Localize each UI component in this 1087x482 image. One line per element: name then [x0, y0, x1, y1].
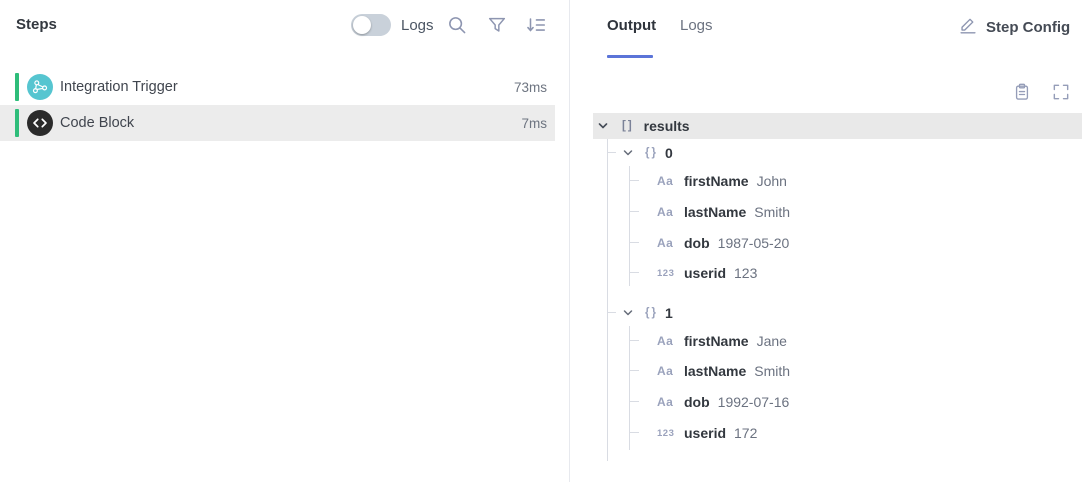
step-config-label: Step Config — [986, 19, 1071, 36]
field-key: firstName — [684, 333, 749, 349]
step-row-code-block[interactable]: Code Block 7ms — [0, 105, 555, 141]
array-type-icon: [] — [622, 120, 634, 132]
tree-guide-dash — [629, 242, 639, 243]
field-key: firstName — [684, 173, 749, 189]
active-tab-underline — [607, 55, 653, 58]
tree-field-row: Aa firstName Jane — [657, 328, 787, 354]
field-value: Smith — [754, 204, 791, 220]
field-value: 172 — [734, 425, 758, 441]
chevron-down-icon[interactable] — [622, 307, 634, 319]
step-duration: 73ms — [513, 80, 547, 95]
field-key: dob — [684, 235, 710, 251]
tree-guide-line — [607, 139, 608, 461]
integration-trigger-icon — [27, 74, 53, 100]
field-value: 123 — [734, 265, 758, 281]
tree-guide-dash — [629, 432, 639, 433]
field-value: Jane — [756, 333, 787, 349]
tree-guide-dash — [629, 340, 639, 341]
tree-guide-dash — [629, 401, 639, 402]
tree-guide-line — [629, 166, 630, 286]
string-type-icon: Aa — [657, 174, 674, 188]
field-key: userid — [684, 425, 727, 441]
tree-field-row: Aa firstName John — [657, 168, 787, 194]
tab-output[interactable]: Output — [607, 17, 657, 34]
number-type-icon: 123 — [657, 267, 675, 279]
tree-guide-dash — [607, 312, 616, 313]
number-type-icon: 123 — [657, 427, 675, 439]
string-type-icon: Aa — [657, 205, 674, 219]
tree-node-label: 0 — [664, 145, 673, 161]
tree-guide-dash — [629, 272, 639, 273]
logs-toggle-label: Logs — [401, 17, 434, 34]
field-value: 1987-05-20 — [717, 235, 790, 251]
field-key: lastName — [684, 363, 747, 379]
tree-guide-dash — [629, 180, 639, 181]
tree-guide-dash — [629, 370, 639, 371]
steps-panel-title: Steps — [16, 16, 57, 33]
step-status-bar — [15, 73, 19, 101]
object-type-icon: {} — [645, 307, 658, 319]
field-key: lastName — [684, 204, 747, 220]
expand-icon[interactable] — [1051, 82, 1071, 102]
step-duration: 7ms — [521, 116, 547, 131]
string-type-icon: Aa — [657, 236, 674, 250]
field-value: John — [756, 173, 787, 189]
tree-node-results[interactable]: [] results — [593, 113, 1082, 139]
tab-logs[interactable]: Logs — [680, 17, 713, 34]
steps-panel: Steps Logs Inte — [0, 0, 570, 482]
tree-guide-line — [629, 326, 630, 450]
string-type-icon: Aa — [657, 364, 674, 378]
tree-node-0[interactable]: {} 0 — [616, 140, 673, 166]
tree-field-row: 123 userid 123 — [657, 260, 757, 286]
object-type-icon: {} — [645, 147, 658, 159]
tree-field-row: Aa dob 1992-07-16 — [657, 389, 789, 415]
tree-field-row: Aa lastName Smith — [657, 358, 790, 384]
field-value: Smith — [754, 363, 791, 379]
tree-guide-dash — [607, 152, 616, 153]
code-block-icon — [27, 110, 53, 136]
logs-toggle[interactable] — [351, 14, 391, 36]
field-key: userid — [684, 265, 727, 281]
field-value: 1992-07-16 — [717, 394, 790, 410]
step-status-bar — [15, 109, 19, 137]
field-key: dob — [684, 394, 710, 410]
sort-icon[interactable] — [525, 14, 547, 36]
step-config-button[interactable]: Step Config — [957, 14, 1070, 41]
tree-field-row: 123 userid 172 — [657, 420, 757, 446]
tree-guide-dash — [629, 211, 639, 212]
step-name: Integration Trigger — [60, 79, 178, 95]
step-detail-panel: Output Logs Step Config — [571, 0, 1087, 482]
filter-icon[interactable] — [486, 14, 508, 36]
pencil-icon — [957, 14, 979, 41]
tree-node-label: results — [643, 118, 690, 134]
chevron-down-icon[interactable] — [622, 147, 634, 159]
tree-node-label: 1 — [664, 305, 673, 321]
chevron-down-icon[interactable] — [597, 120, 609, 132]
search-icon[interactable] — [446, 14, 468, 36]
tree-field-row: Aa dob 1987-05-20 — [657, 230, 789, 256]
tree-field-row: Aa lastName Smith — [657, 199, 790, 225]
logs-toggle-knob — [353, 16, 371, 34]
tree-node-1[interactable]: {} 1 — [616, 300, 673, 326]
step-name: Code Block — [60, 115, 135, 131]
copy-icon[interactable] — [1012, 82, 1032, 102]
string-type-icon: Aa — [657, 334, 674, 348]
string-type-icon: Aa — [657, 395, 674, 409]
step-row-integration-trigger[interactable]: Integration Trigger 73ms — [0, 69, 555, 105]
